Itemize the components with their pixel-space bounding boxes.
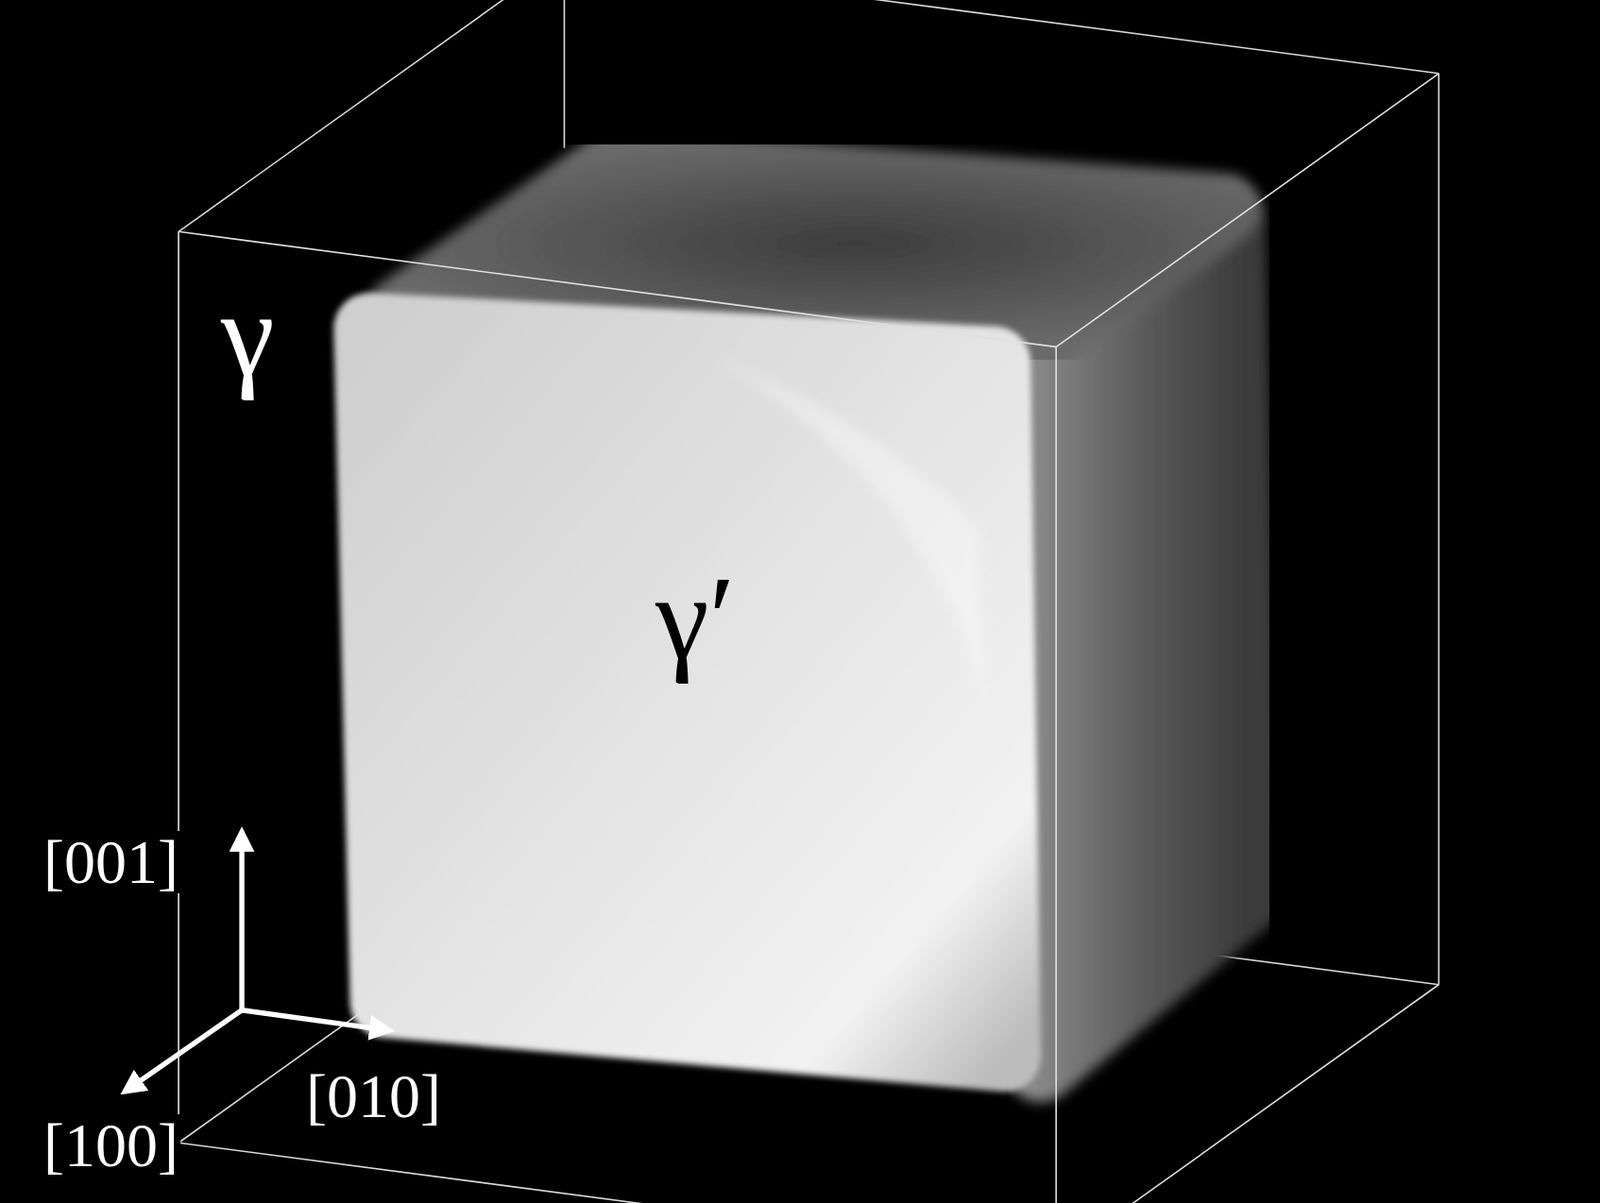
axis-label: [001] bbox=[41, 831, 181, 894]
axis-label: [100] bbox=[41, 1114, 181, 1177]
box-back-edges bbox=[178, 0, 1439, 1203]
matrix-phase-label: γ bbox=[219, 273, 277, 395]
precipitate-phase-label: γ′ bbox=[653, 557, 738, 679]
box-front-edges bbox=[178, 73, 1439, 1203]
axis-label: [010] bbox=[304, 1065, 443, 1128]
gamma-prime-cube bbox=[369, 163, 1247, 1067]
